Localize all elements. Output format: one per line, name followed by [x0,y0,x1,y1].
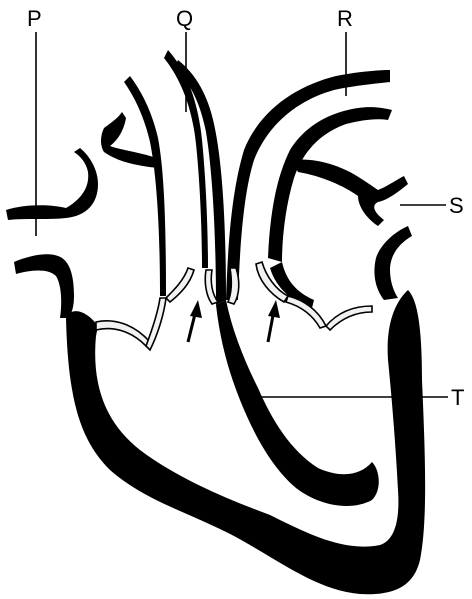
label-q: Q [176,6,193,31]
right-av-valve-cusp-2 [326,306,372,330]
aortic-arch-inner [268,107,392,262]
pulmonary-vein-left [6,148,98,220]
label-r: R [337,6,353,31]
arrow-right-head [268,300,280,318]
septum [216,300,379,506]
left-av-valve-cusp-1 [96,321,150,346]
heart-walls [6,50,425,594]
label-t: T [451,385,464,410]
right-wall [374,226,412,300]
outer-ventricle-wall [66,290,425,594]
pulmonary-valve-left [166,268,194,302]
arrow-left-head [190,300,202,318]
left-av-valve-cusp-2 [146,298,166,350]
left-atrium-wall [14,254,74,318]
label-p: P [27,6,42,31]
vein-s [292,160,408,227]
vessel-wall-q-outer [124,76,166,296]
label-s: S [449,193,464,218]
